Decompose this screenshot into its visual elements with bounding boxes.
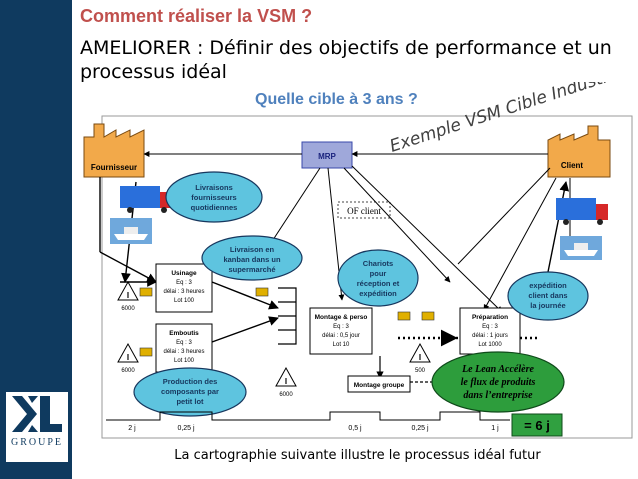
emboutis-title: Emboutis (169, 330, 199, 337)
cloud-deliveries-line1: Livraisons (195, 183, 233, 192)
xl-groupe-logo: GROUPE (6, 392, 68, 462)
timeline-value: 0,25 j (411, 425, 429, 432)
slide-caption: La cartographie suivante illustre le pro… (174, 448, 541, 463)
timeline-ladder (106, 411, 510, 421)
sidebar-band: GROUPE (0, 0, 72, 479)
supplier-factory: Fournisseur (83, 123, 145, 178)
inventory-montage-qty: 500 (415, 368, 426, 374)
svg-text:I: I (127, 291, 129, 300)
process-montage-groupe: Montage groupe (347, 375, 411, 393)
client-truck-icon (556, 198, 608, 225)
cloud-lean-line1: Le Lean Accélère (461, 364, 534, 375)
cloud-lean-line3: dans l’entreprise (463, 390, 533, 401)
forklift-icons (139, 287, 435, 357)
supplier-label: Fournisseur (91, 163, 137, 172)
preparation-title: Préparation (472, 314, 508, 321)
process-usinage: Usinage Eq : 3 délai : 3 heures Lot 100 (155, 263, 213, 313)
slide-heading: AMELIORER : Définir des objectifs de per… (80, 37, 612, 83)
forklift-icon (139, 347, 153, 357)
usinage-delay: délai : 3 heures (163, 289, 204, 295)
montage-eq: Eq : 3 (333, 324, 349, 330)
timeline-value: 1 j (491, 425, 499, 432)
timeline-value: 0,5 j (348, 425, 362, 432)
kanban-supermarket (278, 287, 297, 345)
cloud-lean-line2: le flux de produits (461, 377, 536, 388)
timeline-value: 2 j (128, 425, 136, 432)
inventory-emboutis: I 6000 (117, 342, 139, 374)
client-factory: Client (547, 125, 611, 178)
of-client-box: OF client (337, 201, 391, 219)
xl-logo-icon (12, 396, 62, 432)
cloud-small-lot-line2: composants par (161, 387, 219, 396)
vsm-diagram: Quelle cible à 3 ans ? Exemple VSM Cible… (83, 82, 633, 439)
preparation-eq: Eq : 3 (482, 324, 498, 330)
svg-text:I: I (419, 353, 421, 362)
inventory-usinage: I 6000 (117, 280, 139, 312)
svg-text:I: I (127, 353, 129, 362)
emboutis-delay: délai : 3 heures (163, 349, 204, 355)
process-preparation: Préparation Eq : 3 délai : 1 jours Lot 1… (459, 307, 521, 355)
inventory-montage: I 500 (409, 342, 431, 374)
cloud-shipping-line2: client dans (528, 291, 567, 300)
cloud-trolleys-line3: réception et (357, 279, 400, 288)
mrp-box: MRP (301, 141, 353, 169)
emboutis-lot: Lot 100 (174, 358, 195, 364)
cloud-trolleys-line2: pour (370, 269, 387, 278)
inventory-kanban-qty: 6000 (279, 392, 293, 398)
usinage-lot: Lot 100 (174, 298, 195, 304)
cloud-kanban-line1: Livraison en (230, 245, 275, 254)
inventory-kanban: I 6000 (275, 366, 297, 398)
total-lead-time: = 6 j (511, 413, 563, 437)
preparation-lot: Lot 1000 (478, 342, 502, 348)
emboutis-eq: Eq : 3 (176, 340, 192, 346)
inventory-usinage-qty: 6000 (121, 306, 135, 312)
forklift-icon (421, 311, 435, 321)
process-emboutis: Emboutis Eq : 3 délai : 3 heures Lot 100 (155, 323, 213, 373)
cloud-kanban-line3: supermarché (228, 265, 275, 274)
cloud-lean: Le Lean Accélère le flux de produits dan… (431, 351, 565, 413)
cloud-deliveries: Livraisons fournisseurs quotidiennes (165, 171, 263, 223)
total-lead-time-value: = 6 j (524, 418, 550, 433)
cloud-trolleys-line1: Chariots (363, 259, 393, 268)
forklift-icon (139, 287, 153, 297)
montage-delay: délai : 0,5 jour (322, 333, 360, 339)
cloud-deliveries-line2: fournisseurs (191, 193, 236, 202)
cloud-shipping-line1: expédition (529, 281, 567, 290)
forklift-icon (397, 311, 411, 321)
cloud-kanban-line2: kanban dans un (223, 255, 281, 264)
svg-text:I: I (285, 377, 287, 386)
montage-groupe-label: Montage groupe (354, 382, 405, 389)
mrp-label: MRP (318, 152, 336, 161)
slide-title: Comment réaliser la VSM ? (80, 6, 313, 26)
client-boat-icon (560, 236, 602, 260)
supplier-boat-icon (110, 218, 152, 244)
preparation-delay: délai : 1 jours (472, 333, 508, 339)
cloud-trolleys: Chariots pour réception et expédition (337, 249, 419, 307)
usinage-title: Usinage (171, 270, 197, 277)
montage-lot: Lot 10 (333, 342, 350, 348)
of-client-label: OF client (347, 206, 381, 216)
logo-wordmark: GROUPE (10, 437, 63, 448)
process-montage: Montage & perso Eq : 3 délai : 0,5 jour … (309, 307, 373, 355)
montage-title: Montage & perso (315, 314, 368, 321)
cloud-trolleys-line4: expédition (359, 289, 397, 298)
usinage-eq: Eq : 3 (176, 280, 192, 286)
cloud-shipping-line3: la journée (530, 301, 565, 310)
cloud-small-lot: Production des composants par petit lot (133, 367, 247, 417)
timeline-value: 0,25 j (177, 425, 195, 432)
question-title: Quelle cible à 3 ans ? (255, 91, 418, 108)
cloud-shipping: expédition client dans la journée (507, 271, 589, 321)
inventory-emboutis-qty: 6000 (121, 368, 135, 374)
cloud-small-lot-line1: Production des (163, 377, 218, 386)
cloud-small-lot-line3: petit lot (176, 397, 204, 406)
forklift-icon (255, 287, 269, 297)
cloud-kanban: Livraison en kanban dans un supermarché (201, 235, 303, 281)
client-label: Client (561, 161, 584, 170)
cloud-deliveries-line3: quotidiennes (191, 203, 238, 212)
